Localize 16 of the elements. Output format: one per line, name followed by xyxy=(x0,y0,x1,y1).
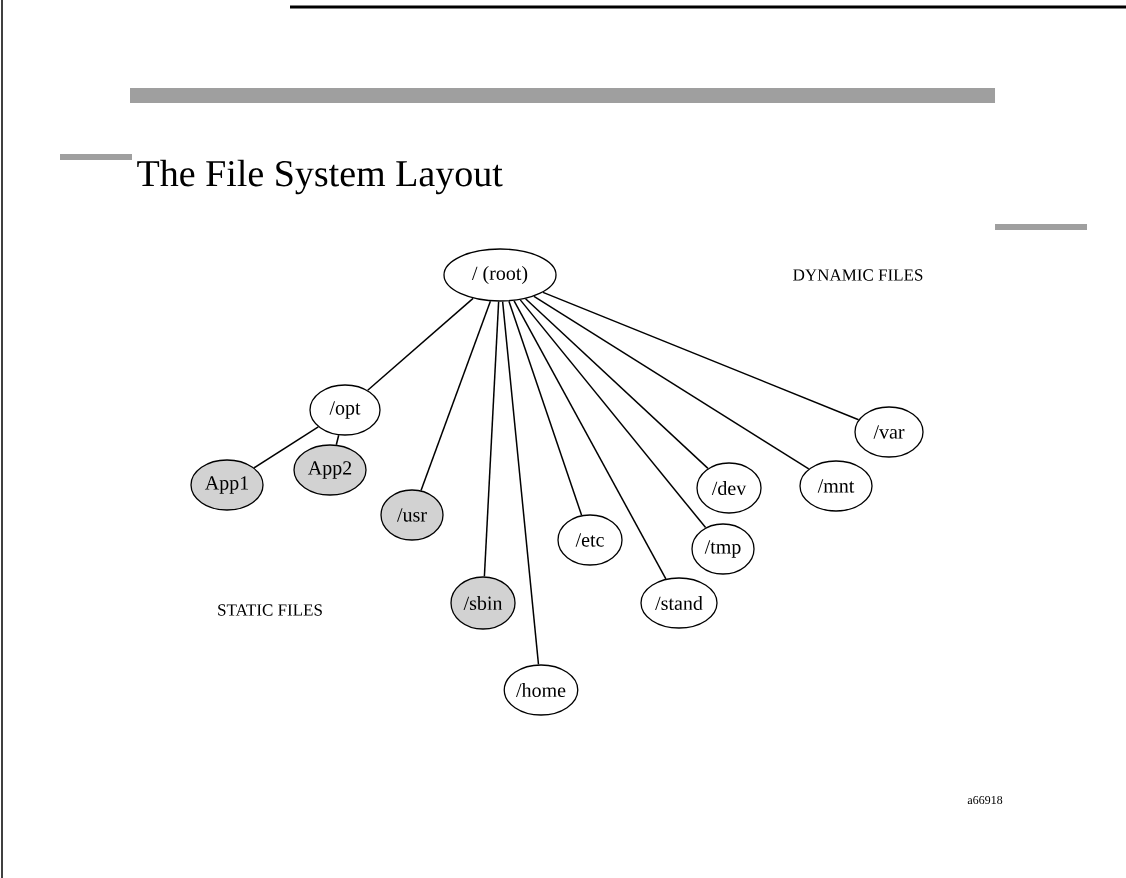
annotation: DYNAMIC FILES xyxy=(793,269,923,281)
tree-line xyxy=(501,300,540,666)
tree-line xyxy=(519,299,707,529)
tree-line xyxy=(366,297,474,391)
tree-line xyxy=(483,300,500,578)
tree-line xyxy=(524,298,709,470)
title: The File System Layout xyxy=(137,159,503,195)
tree-line xyxy=(253,426,320,469)
tree-line xyxy=(542,291,860,421)
annotation: a66918 xyxy=(967,795,1003,805)
tree-line xyxy=(513,300,667,580)
tree-line xyxy=(420,300,492,492)
annotation: STATIC FILES xyxy=(218,604,322,616)
tree-line xyxy=(508,300,583,516)
tree-line xyxy=(335,434,340,446)
tree-line xyxy=(533,295,810,470)
